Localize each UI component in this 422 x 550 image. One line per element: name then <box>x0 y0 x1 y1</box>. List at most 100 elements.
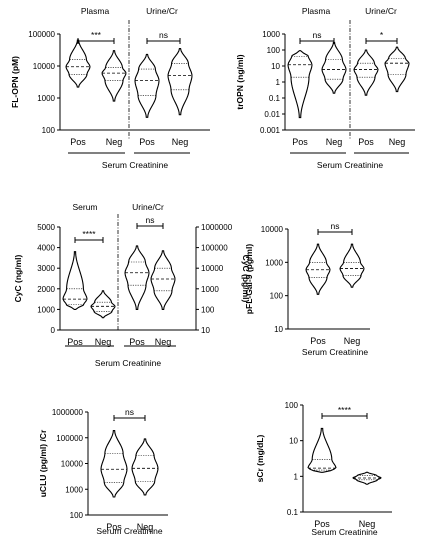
panel2-violin-1 <box>90 290 116 319</box>
panel3-ytick-label: 1000 <box>265 258 283 267</box>
panel1-category-label: Pos <box>292 137 308 147</box>
panel1-y-axis-label: trOPN (ng/ml) <box>235 54 245 109</box>
panel2-category-label: Pos <box>129 337 145 347</box>
panel1-ytick-label: 0.1 <box>269 94 281 103</box>
panel1-category-label: Pos <box>358 137 374 147</box>
panel5-category-label: Pos <box>314 519 330 529</box>
panel0-violin-0 <box>65 39 91 88</box>
panel0-category-label: Neg <box>106 137 123 147</box>
panel2-ytick-label: 0 <box>51 326 56 335</box>
panel0-violin-3 <box>167 48 193 116</box>
panel1-violin-2 <box>353 49 379 96</box>
panel4-y-axis-label: uCLU (pg/ml) /Cr <box>38 429 48 497</box>
panel2-y-axis-label: CyC (ng/ml) <box>13 254 23 302</box>
panel4-sig-label: ns <box>125 407 134 417</box>
panel4-ytick-label: 10000 <box>61 460 84 469</box>
panel2-violin-3 <box>150 250 176 310</box>
panel5-category-label: Neg <box>359 519 376 529</box>
panel2-group-label: Serum <box>72 202 97 212</box>
panel1-sig-label: * <box>380 30 384 40</box>
panel1-sig-label: ns <box>313 30 322 40</box>
panel2-ytick-label: 1000 <box>37 305 55 314</box>
panel0-violin-1 <box>101 50 127 102</box>
panel2-ytick-right-label: 100 <box>201 305 215 314</box>
panel2-category-label: Neg <box>155 337 172 347</box>
panel2-sig-label: ns <box>146 215 155 225</box>
panel3-sig-label: ns <box>331 221 340 231</box>
panel0-category-label: Pos <box>139 137 155 147</box>
panel1-ytick-label: 0.01 <box>264 110 280 119</box>
panel2-ytick-right-label: 1000 <box>201 285 219 294</box>
panel3-category-label: Neg <box>344 336 361 346</box>
panel4-category-label: Pos <box>106 522 122 532</box>
panel2-sig-label: **** <box>82 229 96 239</box>
panel0-ytick-label: 100000 <box>28 30 55 39</box>
panel1-group-label: Urine/Cr <box>365 6 397 16</box>
panel3-violin-1 <box>339 243 365 288</box>
panel1-ytick-label: 10 <box>271 62 280 71</box>
panel2-category-label: Neg <box>95 337 112 347</box>
panel2-violin-0 <box>62 251 88 310</box>
panel1-ytick-label: 1000 <box>262 30 280 39</box>
panel0-group-label: Urine/Cr <box>146 6 178 16</box>
panel4-ytick-label: 1000000 <box>52 408 84 417</box>
panel1-category-label: Neg <box>326 137 343 147</box>
panel1-violin-1 <box>321 41 347 94</box>
panel0-ytick-label: 100 <box>42 126 56 135</box>
panel3-ytick-label: 100 <box>270 292 284 301</box>
panel1-violin-3 <box>384 46 410 93</box>
panel0-y-axis-label: FL-OPN (pM) <box>10 56 20 108</box>
panel3-ytick-label: 10000 <box>261 225 284 234</box>
panel0-category-label: Neg <box>172 137 189 147</box>
panel4-category-label: Neg <box>137 522 154 532</box>
panel0-category-label: Pos <box>70 137 86 147</box>
panel3-ytick-label: 10 <box>274 325 283 334</box>
panel2-group-label: Urine/Cr <box>132 202 164 212</box>
panel2-y-axis-right-label: CyC (pg/ml) <box>241 255 251 303</box>
panel0-ytick-label: 10000 <box>33 62 56 71</box>
panel4-ytick-label: 100000 <box>56 434 83 443</box>
panel0-x-axis-label: Serum Creatinine <box>102 160 168 170</box>
panel1-violin-0 <box>287 50 313 119</box>
panel5-ytick-label: 1 <box>294 472 299 481</box>
panel2-ytick-label: 5000 <box>37 223 55 232</box>
panel4-violin-1 <box>131 438 159 496</box>
panel1-ytick-label: 1 <box>276 78 281 87</box>
panel5-x-axis-label: Serum Creatinine <box>311 527 377 537</box>
panel4-ytick-label: 100 <box>70 511 84 520</box>
panel2-x-axis-label: Serum Creatinine <box>95 358 161 368</box>
panel0-violin-2 <box>134 53 160 118</box>
panel1-x-axis-label: Serum Creatinine <box>317 160 383 170</box>
panel0-group-label: Plasma <box>81 6 110 16</box>
panel2-ytick-label: 3000 <box>37 264 55 273</box>
panel1-ytick-label: 0.001 <box>260 126 281 135</box>
panel1-group-label: Plasma <box>302 6 331 16</box>
panel0-ytick-label: 1000 <box>37 94 55 103</box>
panel2-ytick-right-label: 1000000 <box>201 223 233 232</box>
panel4-violin-0 <box>100 430 128 498</box>
panel4-x-axis-label: Serum Creatinine <box>96 526 162 536</box>
panel5-ytick-label: 0.1 <box>287 508 299 517</box>
panel5-violin-0 <box>307 427 337 473</box>
panel4-ytick-label: 1000 <box>65 485 83 494</box>
panel5-sig-label: **** <box>338 405 352 415</box>
panel3-category-label: Pos <box>310 336 326 346</box>
panel2-ytick-label: 2000 <box>37 285 55 294</box>
panel3-y-axis-label: pFL-Gal-9 (pg/ml) <box>244 244 254 315</box>
panel2-ytick-right-label: 10000 <box>201 264 224 273</box>
panel1-ytick-label: 100 <box>267 46 281 55</box>
panel5-y-axis-label: sCr (mg/dL) <box>255 434 265 482</box>
panel3-violin-0 <box>305 243 331 295</box>
panel5-ytick-label: 100 <box>285 401 299 410</box>
panel1-category-label: Neg <box>389 137 406 147</box>
panel2-category-label: Pos <box>67 337 83 347</box>
panel2-ytick-right-label: 10 <box>201 326 210 335</box>
panel3-x-axis-label: Serum Creatinine <box>302 347 368 357</box>
panel0-sig-label: ns <box>159 30 168 40</box>
panel5-ytick-label: 10 <box>289 437 298 446</box>
panel2-violin-2 <box>124 245 150 310</box>
panel2-ytick-label: 4000 <box>37 244 55 253</box>
panel2-ytick-right-label: 100000 <box>201 244 228 253</box>
panel0-sig-label: *** <box>91 30 102 40</box>
